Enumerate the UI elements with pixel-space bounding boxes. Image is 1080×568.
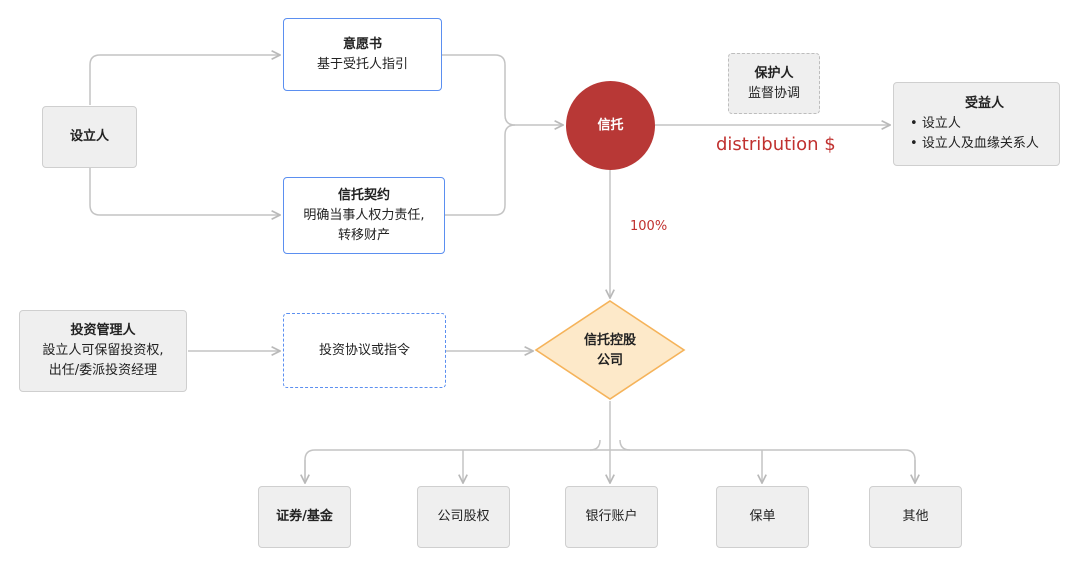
asset-node-equity: 公司股权 bbox=[417, 486, 510, 548]
edge-bus-left-curve bbox=[589, 439, 631, 451]
asset-label: 银行账户 bbox=[585, 509, 638, 524]
asset-node-bank-account: 银行账户 bbox=[565, 486, 658, 548]
edge-settlor-to-deed bbox=[89, 168, 280, 215]
investment-manager-node: 投资管理人 設立人可保留投资权, 出任/委派投资经理 bbox=[19, 310, 187, 392]
letter-of-wishes-subtitle: 基于受托人指引 bbox=[316, 56, 408, 72]
beneficiaries-node: 受益人 • 设立人 • 设立人及血缘关系人 bbox=[893, 82, 1060, 166]
holding-company-node: 信托控股 公司 bbox=[560, 330, 660, 372]
settlor-label: 设立人 bbox=[69, 129, 109, 144]
asset-label: 公司股权 bbox=[437, 509, 490, 524]
asset-label: 证券/基金 bbox=[276, 509, 333, 524]
letter-of-wishes-node: 意愿书 基于受托人指引 bbox=[283, 18, 442, 91]
investment-manager-title: 投资管理人 bbox=[70, 323, 136, 338]
edge-letter-to-trust bbox=[441, 54, 563, 125]
edge-deed-to-trust bbox=[444, 124, 516, 216]
investment-manager-line2: 出任/委派投资经理 bbox=[48, 363, 158, 378]
beneficiary-item: • 设立人 bbox=[910, 116, 961, 131]
beneficiaries-title: 受益人 bbox=[964, 96, 1004, 111]
settlor-node: 设立人 bbox=[42, 106, 137, 168]
trust-node: 信托 bbox=[566, 81, 655, 170]
holding-company-diamond bbox=[534, 300, 686, 400]
trust-deed-title: 信托契约 bbox=[337, 187, 390, 203]
investment-agreement-node: 投资协议或指令 bbox=[283, 313, 446, 388]
trust-label: 信托 bbox=[597, 117, 624, 133]
edge-settlor-to-letter bbox=[89, 55, 280, 105]
bullet-icon: • bbox=[910, 116, 922, 131]
asset-node-other: 其他 bbox=[869, 486, 962, 548]
holding-company-line1: 信托控股 bbox=[583, 333, 636, 348]
letter-of-wishes-title: 意愿书 bbox=[342, 36, 382, 52]
asset-node-insurance: 保单 bbox=[716, 486, 809, 548]
asset-label: 保单 bbox=[749, 509, 776, 524]
asset-node-securities: 证券/基金 bbox=[258, 486, 351, 548]
protector-title: 保护人 bbox=[754, 65, 794, 81]
trust-deed-line2: 转移财产 bbox=[337, 227, 390, 243]
investment-agreement-label: 投资协议或指令 bbox=[318, 342, 410, 358]
protector-node: 保护人 监督协调 bbox=[728, 53, 820, 114]
trust-deed-node: 信托契约 明确当事人权力责任, 转移财产 bbox=[283, 177, 445, 254]
bullet-icon: • bbox=[910, 136, 922, 151]
beneficiary-item: • 设立人及血缘关系人 bbox=[910, 136, 1039, 151]
distribution-label: distribution $ bbox=[716, 134, 836, 155]
holding-company-line2: 公司 bbox=[596, 353, 623, 368]
asset-label: 其他 bbox=[902, 509, 929, 524]
ownership-label: 100% bbox=[630, 219, 668, 234]
investment-manager-line1: 設立人可保留投资权, bbox=[42, 343, 164, 358]
protector-subtitle: 监督协调 bbox=[747, 85, 800, 101]
trust-deed-line1: 明确当事人权力责任, bbox=[303, 207, 425, 223]
